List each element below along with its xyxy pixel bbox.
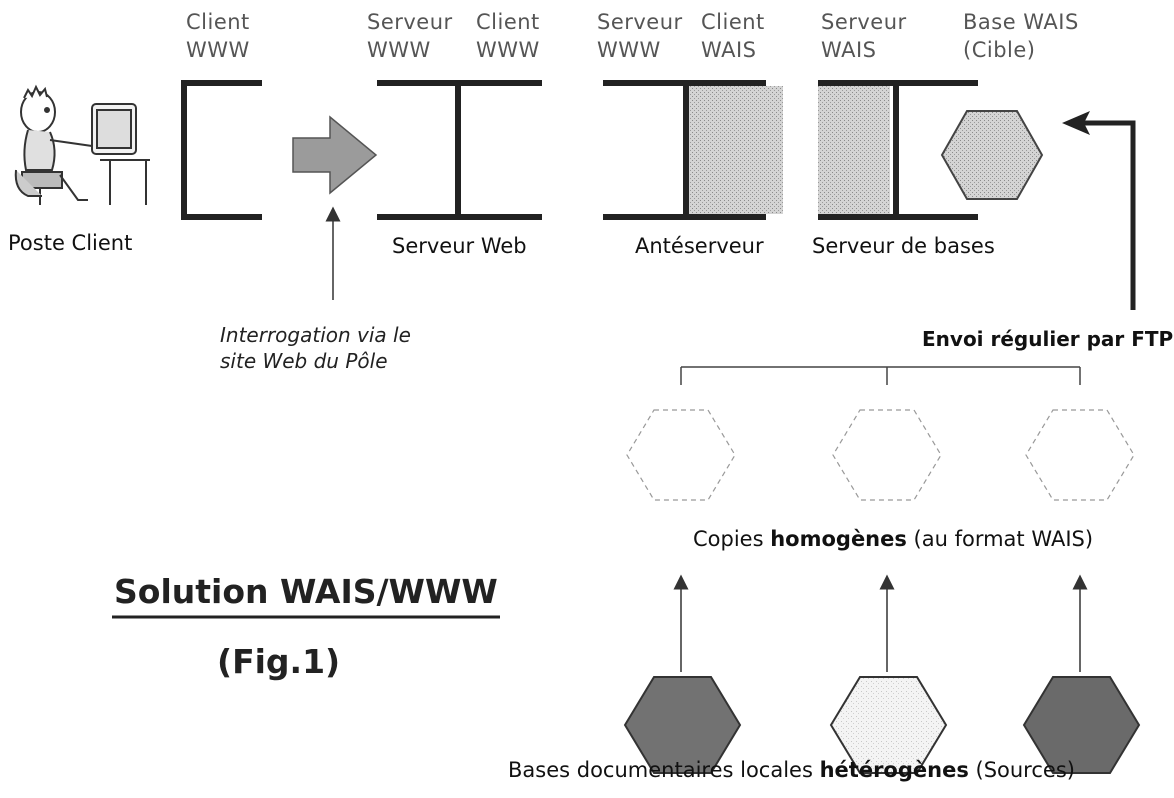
caption-bold: hétérogènes xyxy=(819,758,969,782)
label-line: Client xyxy=(701,10,765,34)
note-interrogation: Interrogation via le site Web du Pôle xyxy=(220,322,411,374)
label-line: Base WAIS xyxy=(963,10,1079,34)
label-poste-client: Poste Client xyxy=(8,231,133,255)
label-serveur-web: Serveur Web xyxy=(392,234,527,258)
caption-bold: homogènes xyxy=(770,527,907,551)
label-client-wais: Client WAIS xyxy=(701,8,765,64)
distribution-bracket xyxy=(680,366,1081,385)
source-hexagon-3 xyxy=(1022,676,1141,774)
label-client-www-2: Client WWW xyxy=(476,8,540,64)
copy-hexagon-2 xyxy=(832,409,942,501)
label-line: WAIS xyxy=(701,38,757,62)
caption-copies: Copies homogènes (au format WAIS) xyxy=(693,527,1093,551)
label-line: Serveur xyxy=(367,10,453,34)
figure-title: Solution WAIS/WWW xyxy=(114,572,498,611)
note-line: Interrogation via le xyxy=(220,323,411,347)
caption-prefix: Bases documentaires locales xyxy=(508,758,820,782)
label-anteserveur: Antéserveur xyxy=(635,234,764,258)
label-line: WWW xyxy=(367,38,431,62)
serveur-web-shape xyxy=(377,80,542,220)
caption-suffix: (Sources) xyxy=(968,758,1075,782)
label-serveur-bases: Serveur de bases xyxy=(812,234,995,258)
label-line: WWW xyxy=(597,38,661,62)
label-line: Client xyxy=(186,10,250,34)
label-serveur-wais: Serveur WAIS xyxy=(821,8,907,64)
client-www-bracket xyxy=(181,80,262,220)
label-line: Serveur xyxy=(821,10,907,34)
caption-prefix: Copies xyxy=(693,527,771,551)
source-hexagon-1 xyxy=(623,676,742,774)
ftp-arrow xyxy=(1062,111,1136,310)
copy-hexagon-3 xyxy=(1025,409,1135,501)
serveur-bases-shape xyxy=(818,80,978,220)
label-line: WWW xyxy=(476,38,540,62)
label-line: Serveur xyxy=(597,10,683,34)
label-serveur-www: Serveur WWW xyxy=(367,8,453,64)
anteserveur-shape xyxy=(603,80,783,220)
note-line: site Web du Pôle xyxy=(220,349,388,373)
label-line: WAIS xyxy=(821,38,877,62)
label-line: WWW xyxy=(186,38,250,62)
label-line: (Cible) xyxy=(963,38,1036,62)
label-line: Client xyxy=(476,10,540,34)
caption-sources: Bases documentaires locales hétérogènes … xyxy=(508,758,1075,782)
source-hexagon-2 xyxy=(829,676,948,774)
label-serveur-www-2: Serveur WWW xyxy=(597,8,683,64)
copy-hexagon-1 xyxy=(626,409,736,501)
label-client-www: Client WWW xyxy=(186,8,250,64)
request-arrow xyxy=(292,115,378,195)
user-at-computer-icon xyxy=(14,84,150,205)
note-envoi-ftp: Envoi régulier par FTP xyxy=(922,327,1174,351)
label-base-wais: Base WAIS (Cible) xyxy=(963,8,1079,64)
figure-number: (Fig.1) xyxy=(217,642,341,681)
base-wais-hexagon xyxy=(940,110,1044,200)
caption-suffix: (au format WAIS) xyxy=(906,527,1094,551)
